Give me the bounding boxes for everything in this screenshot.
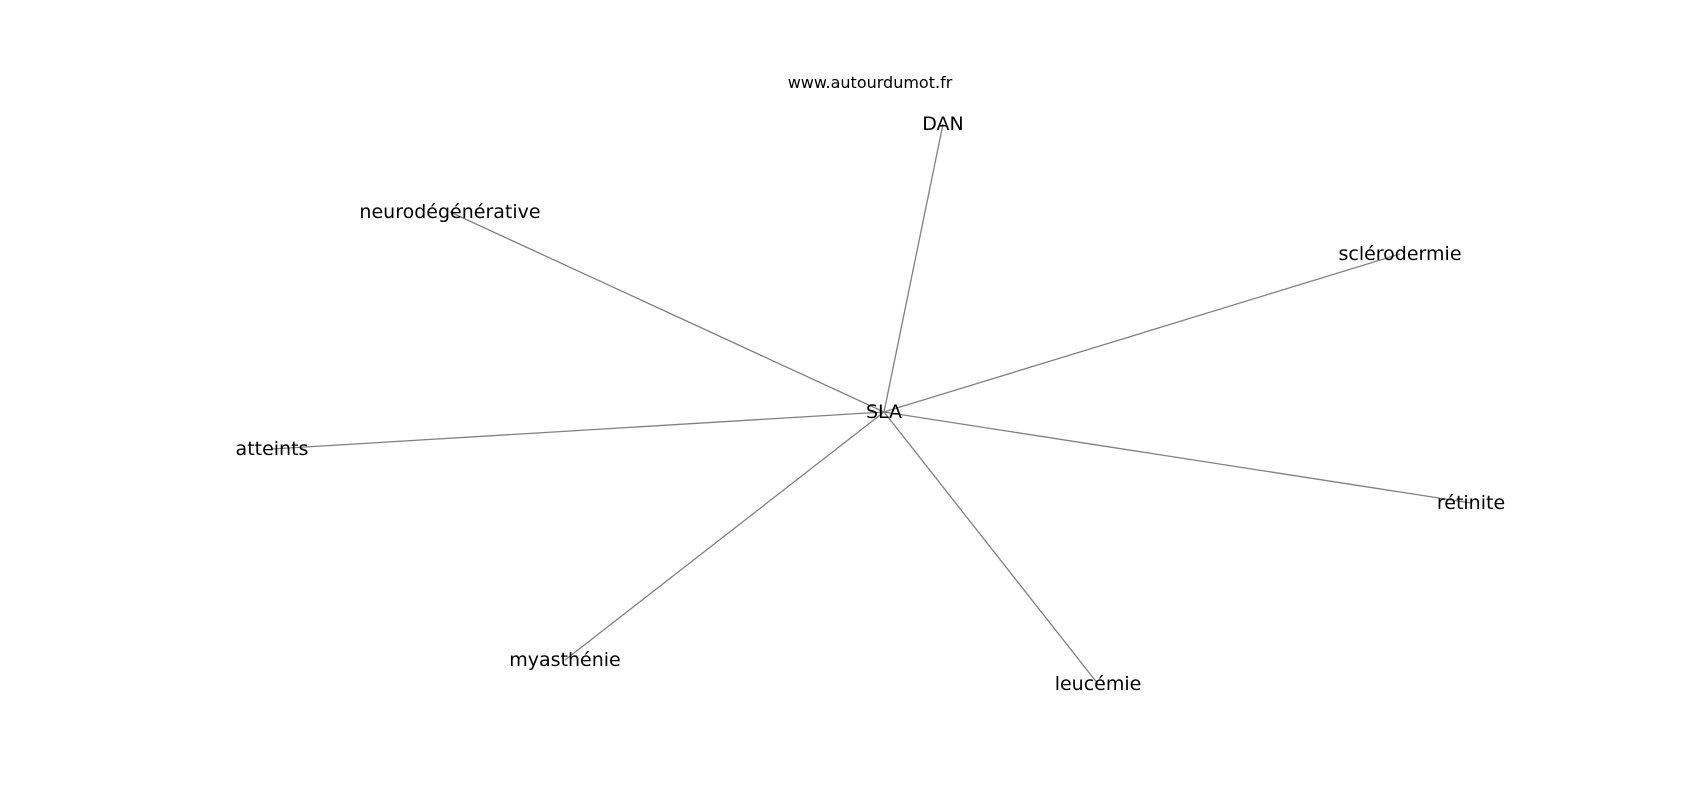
edge-sla-leucemie <box>883 411 1099 685</box>
node-label-myasthenie: myasthénie <box>509 649 621 671</box>
edge-sla-atteints <box>271 411 885 450</box>
edge-sla-dan <box>883 123 944 413</box>
watermark-text: www.autourdumot.fr <box>788 73 953 92</box>
edge-sla-sclerodermie <box>883 253 1401 413</box>
node-label-dan: DAN <box>922 113 964 135</box>
edge-sla-neurodegenerative <box>449 211 885 413</box>
node-label-atteints: atteints <box>236 438 309 460</box>
graph-edges <box>271 123 1472 685</box>
edge-sla-myasthenie <box>564 411 885 661</box>
node-label-retinite: rétinite <box>1437 492 1505 514</box>
node-label-neurodegenerative: neurodégénérative <box>359 201 540 223</box>
edge-sla-retinite <box>883 411 1472 504</box>
graph-nodes: DAN neurodégénérative sclérodermie atteints… <box>236 113 1506 695</box>
node-label-sla: SLA <box>866 401 902 423</box>
node-label-leucemie: leucémie <box>1055 673 1142 695</box>
node-label-sclerodermie: sclérodermie <box>1338 243 1461 265</box>
